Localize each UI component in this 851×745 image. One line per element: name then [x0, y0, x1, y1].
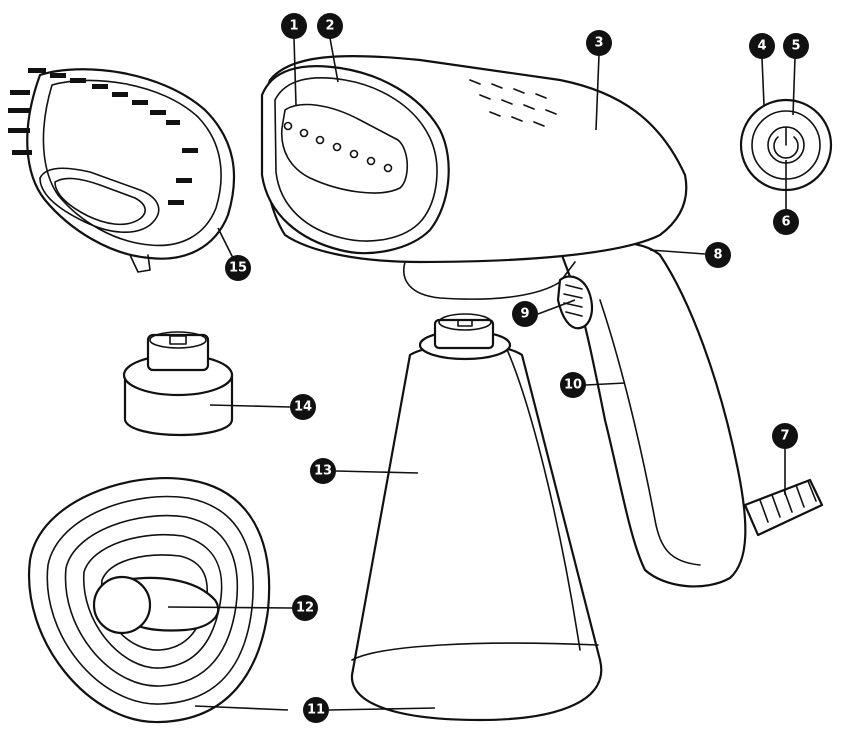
callout-8: 8	[705, 242, 731, 268]
callout-2: 2	[317, 13, 343, 39]
callout-6: 6	[773, 209, 799, 235]
tank-cap	[122, 331, 234, 437]
callout-5: 5	[783, 33, 809, 59]
callout-13: 13	[310, 458, 336, 484]
top-vents	[469, 79, 557, 127]
callout-1-label: 1	[289, 19, 298, 34]
callout-14-label: 14	[294, 400, 312, 415]
steam-trigger	[556, 275, 594, 330]
steam-holes	[283, 121, 393, 173]
callout-3-label: 3	[594, 36, 603, 51]
callout-3: 3	[586, 30, 612, 56]
callout-7-label: 7	[780, 429, 789, 444]
steamer-body	[260, 54, 824, 588]
callout-2-label: 2	[325, 19, 334, 34]
leader-lines	[167, 37, 796, 711]
brush-bristles	[8, 68, 198, 205]
callout-10: 10	[560, 372, 586, 398]
callout-9-label: 9	[520, 307, 529, 322]
callout-8-label: 8	[713, 248, 722, 263]
callout-9: 9	[512, 301, 538, 327]
power-icon	[773, 127, 799, 159]
callout-15-label: 15	[229, 261, 247, 276]
callout-5-label: 5	[791, 39, 800, 54]
callout-15: 15	[225, 255, 251, 281]
power-cord-sleeve	[743, 478, 824, 537]
callout-10-label: 10	[564, 378, 582, 393]
callout-12: 12	[292, 595, 318, 621]
brush-attachment	[8, 68, 236, 273]
callout-4: 4	[749, 33, 775, 59]
fabric-pad-attachment	[27, 477, 271, 724]
callout-12-label: 12	[296, 601, 314, 616]
callout-11: 11	[303, 697, 329, 723]
callout-6-label: 6	[781, 215, 790, 230]
water-tank	[350, 313, 603, 722]
callout-4-label: 4	[757, 39, 766, 54]
callout-1: 1	[281, 13, 307, 39]
callout-11-label: 11	[307, 703, 325, 718]
callout-7: 7	[772, 423, 798, 449]
callout-14: 14	[290, 394, 316, 420]
callout-13-label: 13	[314, 464, 332, 479]
